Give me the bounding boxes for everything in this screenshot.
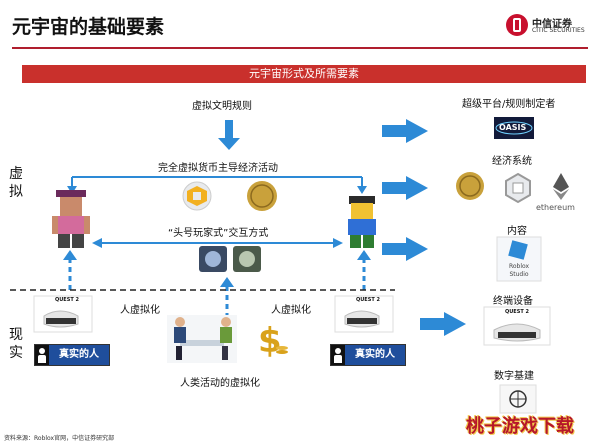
real-person-label: 真实的人 (49, 345, 109, 365)
rules-label: 虚拟文明规则 (192, 101, 252, 112)
digital-infra-icon (499, 384, 537, 414)
terminal-device-label: QUEST 2 (505, 309, 529, 315)
roblox-studio-label: Roblox Studio (508, 263, 530, 278)
economy-double-arrow (67, 176, 367, 194)
section-banner: 元宇宙形式及所需要素 (22, 65, 586, 83)
real-person-badge-left: 真实的人 (34, 344, 110, 366)
digital-infra-label: 数字基建 (494, 371, 534, 382)
svg-text:$: $ (258, 321, 282, 361)
source-footer: 资料来源：Roblox官网，中信证券研究部 (4, 435, 115, 442)
vr-headset-left (33, 295, 93, 333)
terminal-label: 终端设备 (493, 296, 533, 307)
bitcoin-coin-icon (247, 181, 277, 211)
vr-headset-terminal (483, 306, 551, 346)
oasis-logo-text: OASIS (499, 123, 527, 132)
platform-label: 超级平台/规则制定者 (462, 99, 556, 110)
oasis-logo (494, 117, 534, 139)
meeting-illustration (167, 315, 237, 363)
avatar-right (348, 196, 376, 248)
dashed-up-arrow-center (220, 277, 234, 318)
interaction-image-1 (199, 246, 227, 272)
person-icon (331, 345, 345, 365)
person-icon (35, 345, 49, 365)
economy-activity-label: 完全虚拟货币主导经济活动 (158, 163, 278, 174)
interaction-image-2 (233, 246, 261, 272)
robux-coin-icon (182, 181, 212, 211)
interaction-label: “头号玩家式”交互方式 (168, 228, 269, 239)
virtualize-left-label: 人虚拟化 (120, 305, 160, 316)
brand-name-en: CITIC SECURITIES (532, 27, 585, 34)
ethereum-label: ethereum (536, 203, 575, 212)
ethereum-icon (553, 173, 569, 200)
page-title: 元宇宙的基础要素 (12, 16, 165, 38)
interaction-arrow (92, 238, 343, 248)
brand-name-cn: 中信证券 (532, 19, 572, 30)
vr-headset-right (334, 295, 394, 333)
rules-down-arrow (218, 120, 240, 150)
human-activity-label: 人类活动的虚拟化 (180, 378, 260, 389)
dashed-up-arrow-right (357, 250, 371, 290)
avatar-left (52, 190, 90, 248)
right-arrow-economy (382, 176, 428, 200)
device-label-right: QUEST 2 (356, 297, 380, 303)
brand-logo: 中信证券 CITIC SECURITIES (506, 14, 590, 38)
header-divider (12, 47, 588, 49)
right-arrow-terminal (420, 312, 466, 336)
watermark: 桃子游戏下载 (466, 416, 574, 437)
dollar-icon: $ (258, 321, 288, 361)
real-person-badge-right: 真实的人 (330, 344, 406, 366)
dashed-up-arrow-left (63, 250, 77, 290)
content-label: 内容 (507, 226, 527, 237)
right-arrow-content (382, 237, 428, 261)
brand-logo-icon (506, 14, 528, 36)
robux-icon-right (505, 172, 531, 204)
bitcoin-icon-right (456, 172, 484, 200)
real-side-label: 现 实 (9, 327, 23, 361)
virtual-side-label: 虚 拟 (9, 166, 23, 200)
right-arrow-platform (382, 119, 428, 143)
real-person-label: 真实的人 (345, 345, 405, 365)
economy-system-label: 经济系统 (492, 156, 532, 167)
device-label-left: QUEST 2 (55, 297, 79, 303)
roblox-studio-tile (496, 236, 542, 282)
virtualize-right-label: 人虚拟化 (271, 305, 311, 316)
